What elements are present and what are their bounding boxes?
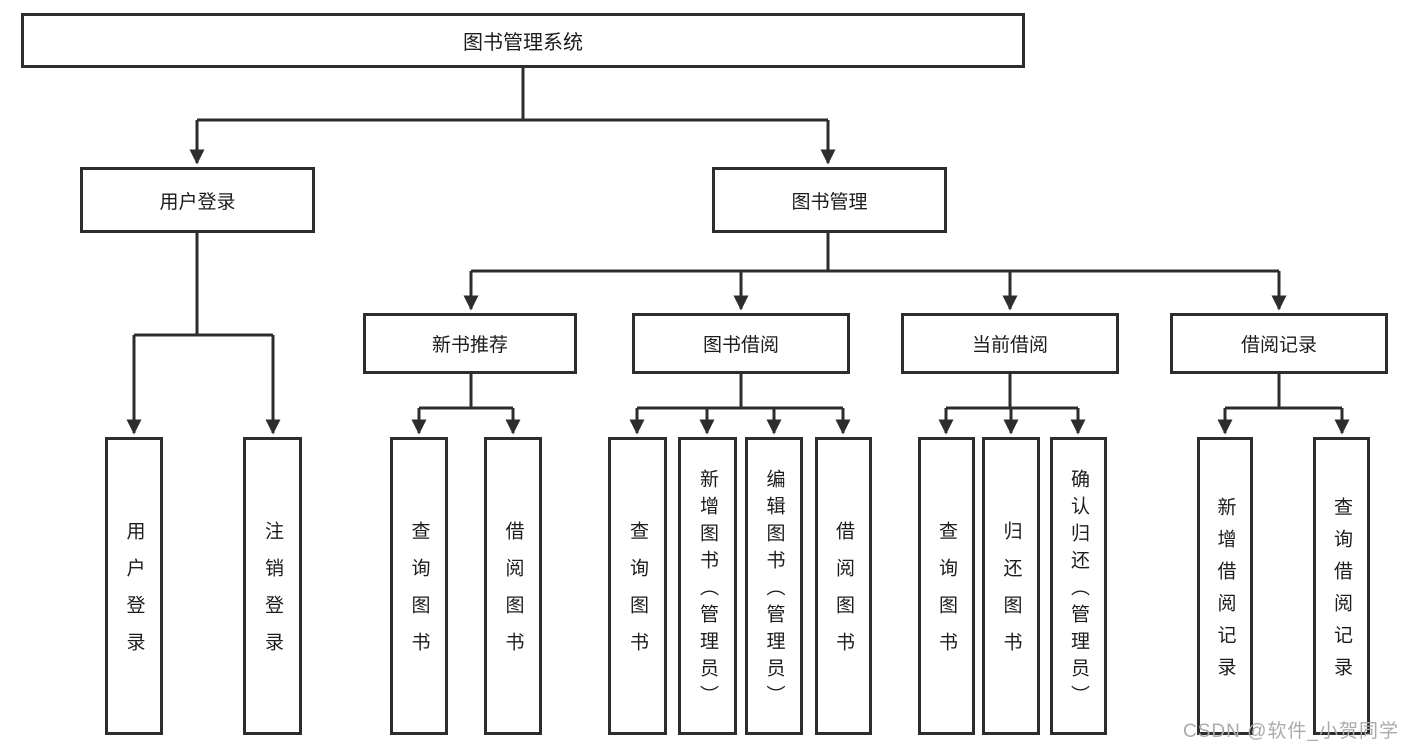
node-root-library-management-system: 图书管理系统 [21,13,1025,68]
edges-user-login-to-leaves [126,233,281,435]
node-current-borrow: 当前借阅 [901,313,1119,374]
leaf-logout: 注销登录 [243,437,302,735]
node-label: 图书借阅 [702,335,779,356]
leaf-user-login: 用户登录 [105,437,163,735]
edges-current-borrow-to-leaves [938,374,1086,435]
leaf-add-borrow-record: 新增借阅记录 [1197,437,1253,735]
node-label: 编辑图书（管理员） [763,468,785,712]
leaf-return-books: 归还图书 [982,437,1040,735]
node-book-management: 图书管理 [712,167,947,233]
leaf-edit-books-admin: 编辑图书（管理员） [745,437,803,735]
node-label: 借阅图书 [502,521,524,669]
edges-book-management-to-level3 [463,233,1287,311]
node-label: 查询图书 [627,521,648,669]
node-label: 查询借阅记录 [1331,496,1352,689]
leaf-borrow-books: 借阅图书 [815,437,872,735]
edges-book-borrow-to-leaves [629,374,851,435]
node-label: 查询图书 [408,521,430,669]
node-label: 图书管理 [791,191,868,213]
leaf-add-books-admin: 新增图书（管理员） [678,437,737,735]
node-borrow-records: 借阅记录 [1170,313,1388,374]
node-label: 借阅记录 [1240,335,1317,356]
edges-borrow-records-to-leaves [1217,374,1350,435]
leaf-query-books-recommend: 查询图书 [390,437,448,735]
node-label: 图书管理系统 [463,32,583,54]
node-label: 用户登录 [159,191,236,213]
leaf-query-books-current: 查询图书 [918,437,975,735]
leaf-query-borrow-record: 查询借阅记录 [1313,437,1370,735]
node-label: 确认归还（管理员） [1068,468,1089,712]
edges-root-to-level2 [189,68,836,165]
node-label: 新书推荐 [431,335,508,356]
csdn-watermark: CSDN @软件_小贺同学 [1183,721,1399,742]
node-new-book-recommend: 新书推荐 [363,313,577,374]
node-user-login: 用户登录 [80,167,315,233]
node-label: 用户登录 [123,521,145,669]
edges-new-book-recommend-to-leaves [411,374,521,435]
node-label: 新增借阅记录 [1214,496,1236,689]
node-label: 注销登录 [262,521,283,669]
node-label: 新增图书（管理员） [697,468,718,712]
leaf-query-books-borrow: 查询图书 [608,437,667,735]
node-label: 当前借阅 [971,335,1048,356]
node-label: 查询图书 [936,521,957,669]
node-label: 借阅图书 [833,521,854,669]
node-label: 归还图书 [1000,521,1022,669]
leaf-confirm-return-admin: 确认归还（管理员） [1050,437,1107,735]
leaf-borrow-books-recommend: 借阅图书 [484,437,542,735]
node-book-borrow: 图书借阅 [632,313,850,374]
